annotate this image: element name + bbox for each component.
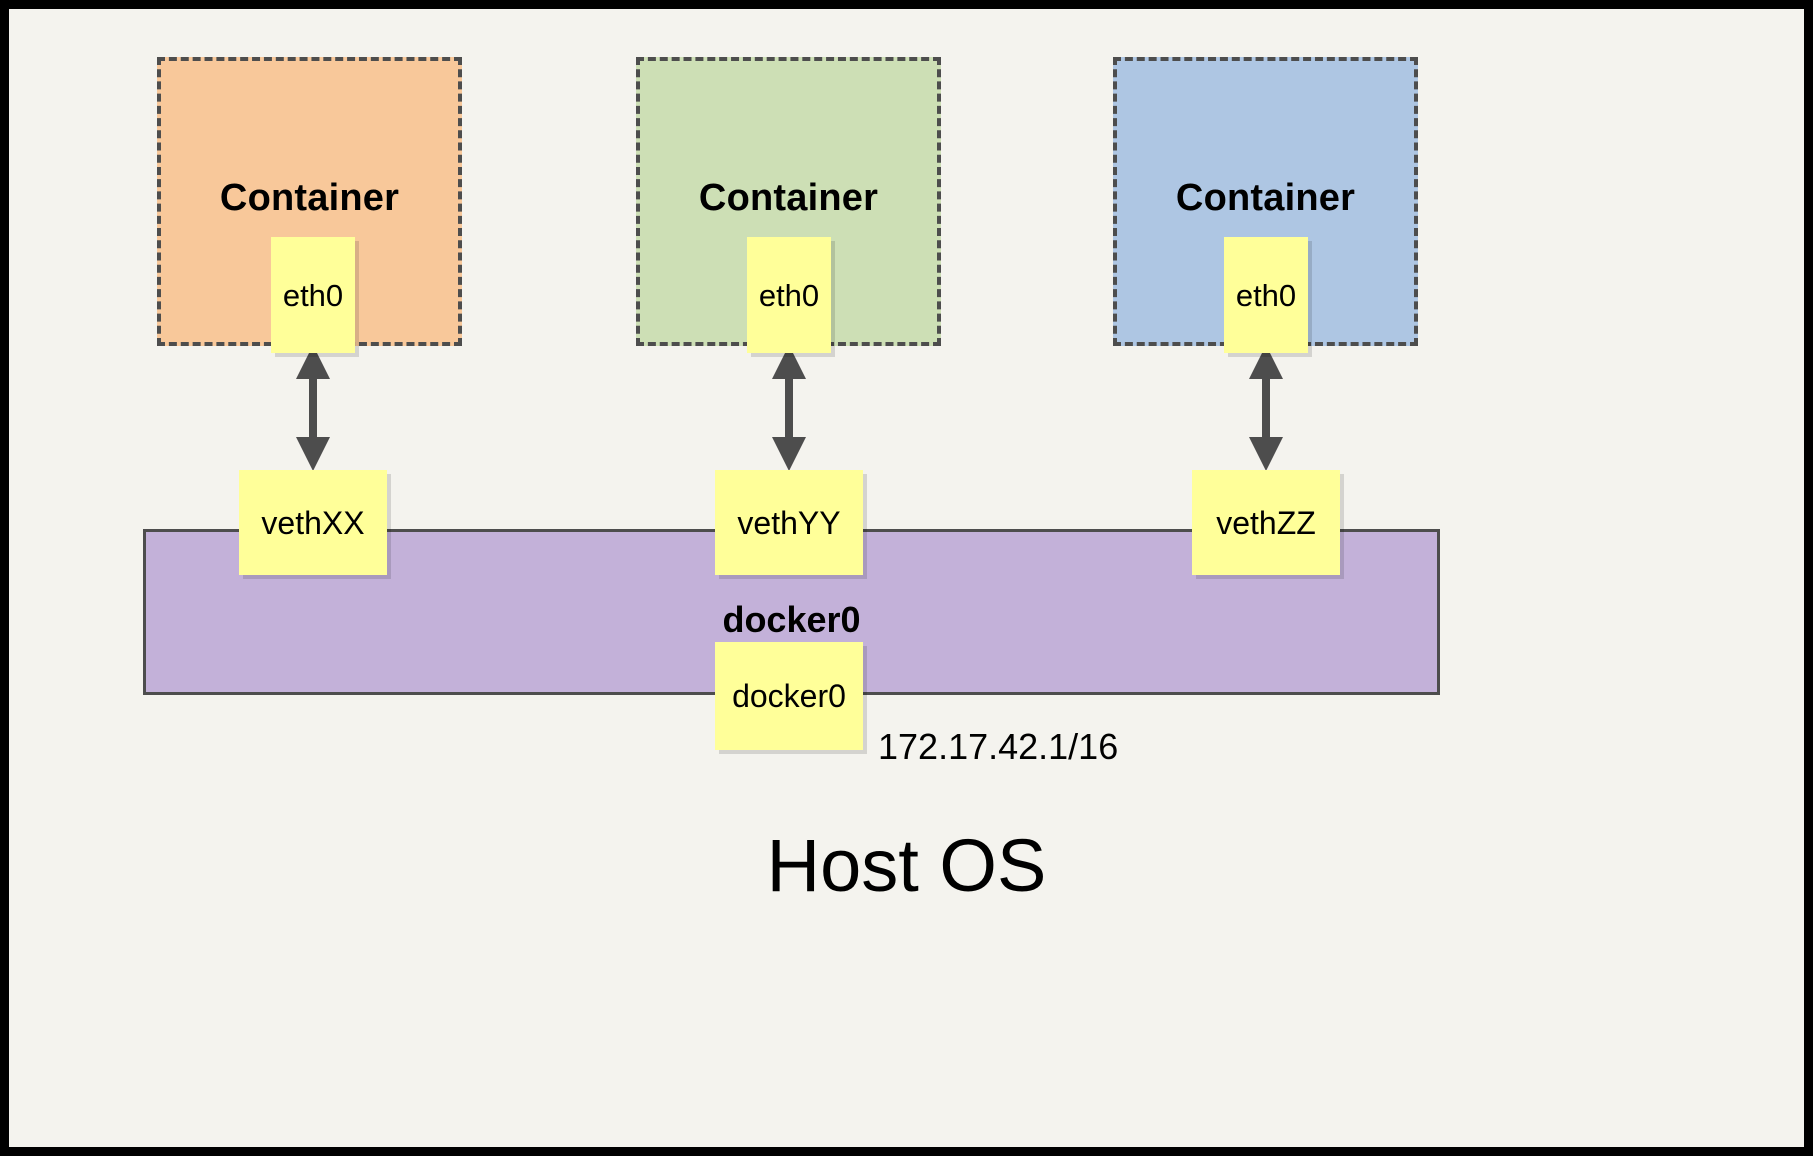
eth0-label-1: eth0 xyxy=(282,277,344,313)
container-title-1: Container xyxy=(219,177,400,219)
diagram-stage: Container eth0 vethXX Container eth0 xyxy=(9,9,1804,1147)
docker0-bridge-label: docker0 xyxy=(722,599,861,640)
veth-label-1: vethXX xyxy=(261,504,365,541)
eth0-label-2: eth0 xyxy=(758,277,820,313)
container-title-2: Container xyxy=(698,177,879,219)
link-arrow-3 xyxy=(1245,345,1287,471)
link-arrow-1 xyxy=(292,345,334,471)
container-box-3: Container xyxy=(1113,57,1418,346)
docker0-ip-address: 172.17.42.1/16 xyxy=(878,726,1119,767)
veth-box-1: vethXX xyxy=(239,470,387,575)
eth0-box-3: eth0 xyxy=(1224,237,1308,353)
veth-box-3: vethZZ xyxy=(1192,470,1340,575)
veth-label-2: vethYY xyxy=(737,504,841,541)
container-title-3: Container xyxy=(1175,177,1356,219)
host-os-label: Host OS xyxy=(766,824,1047,907)
eth0-box-1: eth0 xyxy=(271,237,355,353)
eth0-label-3: eth0 xyxy=(1235,277,1297,313)
veth-label-3: vethZZ xyxy=(1216,504,1316,541)
veth-box-2: vethYY xyxy=(715,470,863,575)
docker0-port-box: docker0 xyxy=(715,642,863,750)
docker0-port-label: docker0 xyxy=(732,678,846,714)
eth0-box-2: eth0 xyxy=(747,237,831,353)
link-arrow-2 xyxy=(768,345,810,471)
